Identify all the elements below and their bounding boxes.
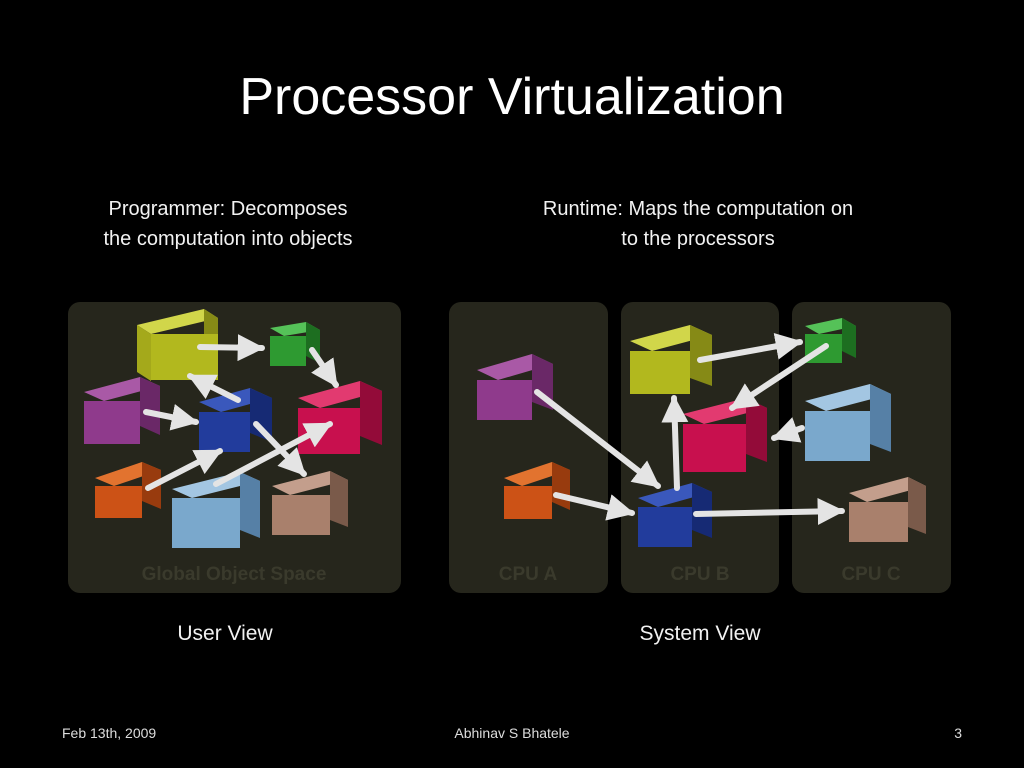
cpu-a-panel [449,302,608,593]
global-object-space-label: Global Object Space [142,564,327,585]
arrow-navy-to-tan [696,511,842,514]
arrow-navy-to-yellow [674,398,677,488]
system-view-label: System View [580,622,820,646]
arrow-yellow-to-green [200,347,262,348]
footer-date: Feb 13th, 2009 [62,725,156,741]
footer-author: Abhinav S Bhatele [412,725,612,741]
cpu-c-label: CPU C [841,564,900,585]
cpu-a-label: CPU A [499,564,558,585]
page-number: 3 [954,725,962,741]
cpu-b-label: CPU B [670,564,729,585]
user-view-label: User View [120,622,330,646]
